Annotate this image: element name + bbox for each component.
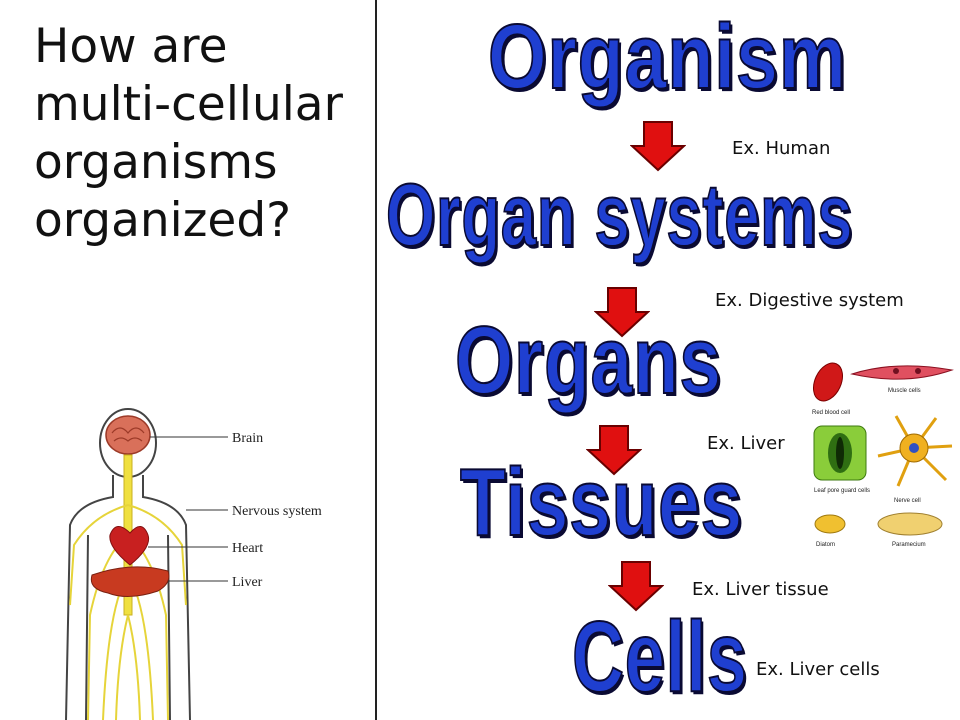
cell-types-illustration: Muscle cells Red blood cell Leaf pore gu… — [812, 362, 954, 548]
level-title-organs: Organs — [454, 306, 722, 415]
down-arrow-icon — [586, 425, 642, 476]
vertical-divider — [375, 0, 377, 720]
level-title-organism: Organism — [487, 5, 847, 109]
down-arrow-icon — [630, 121, 686, 172]
question-heading: How are multi-cellular organisms organiz… — [34, 19, 343, 248]
label-muscle-cells: Muscle cells — [888, 388, 921, 394]
muscle-cells-shape — [850, 365, 954, 380]
label-lines — [148, 436, 228, 582]
label-diatom: Diatom — [816, 542, 835, 548]
label-red-blood-cell: Red blood cell — [812, 410, 850, 416]
label-guard-cells: Leaf pore guard cells — [814, 488, 870, 494]
nerve-cell-shape — [877, 415, 953, 487]
brain-shape — [105, 415, 151, 455]
diatom-shape — [814, 514, 846, 534]
red-blood-cell-shape — [812, 362, 844, 402]
level-title-tissues: Tissues — [459, 448, 743, 557]
down-arrow-icon — [608, 561, 664, 612]
label-heart: Heart — [232, 541, 263, 556]
human-body-illustration: Brain Nervous system Heart Liver — [65, 408, 322, 720]
heart-shape — [109, 526, 150, 566]
example-organs: Ex. Liver — [707, 433, 785, 454]
label-paramecium: Paramecium — [892, 542, 926, 548]
label-nervous-system: Nervous system — [232, 504, 322, 519]
example-organism: Ex. Human — [732, 138, 831, 159]
label-liver: Liver — [232, 575, 263, 590]
example-organ-systems: Ex. Digestive system — [715, 290, 904, 311]
example-cells: Ex. Liver cells — [756, 659, 880, 680]
brain-folds — [111, 427, 145, 442]
level-title-organ-systems: Organ systems — [385, 164, 854, 265]
liver-shape — [90, 566, 170, 597]
example-tissues: Ex. Liver tissue — [692, 579, 829, 600]
label-nerve-cell: Nerve cell — [894, 498, 921, 504]
label-brain: Brain — [232, 431, 263, 446]
paramecium-shape — [877, 512, 943, 536]
level-title-cells: Cells — [571, 600, 748, 714]
down-arrow-icon — [594, 287, 650, 338]
